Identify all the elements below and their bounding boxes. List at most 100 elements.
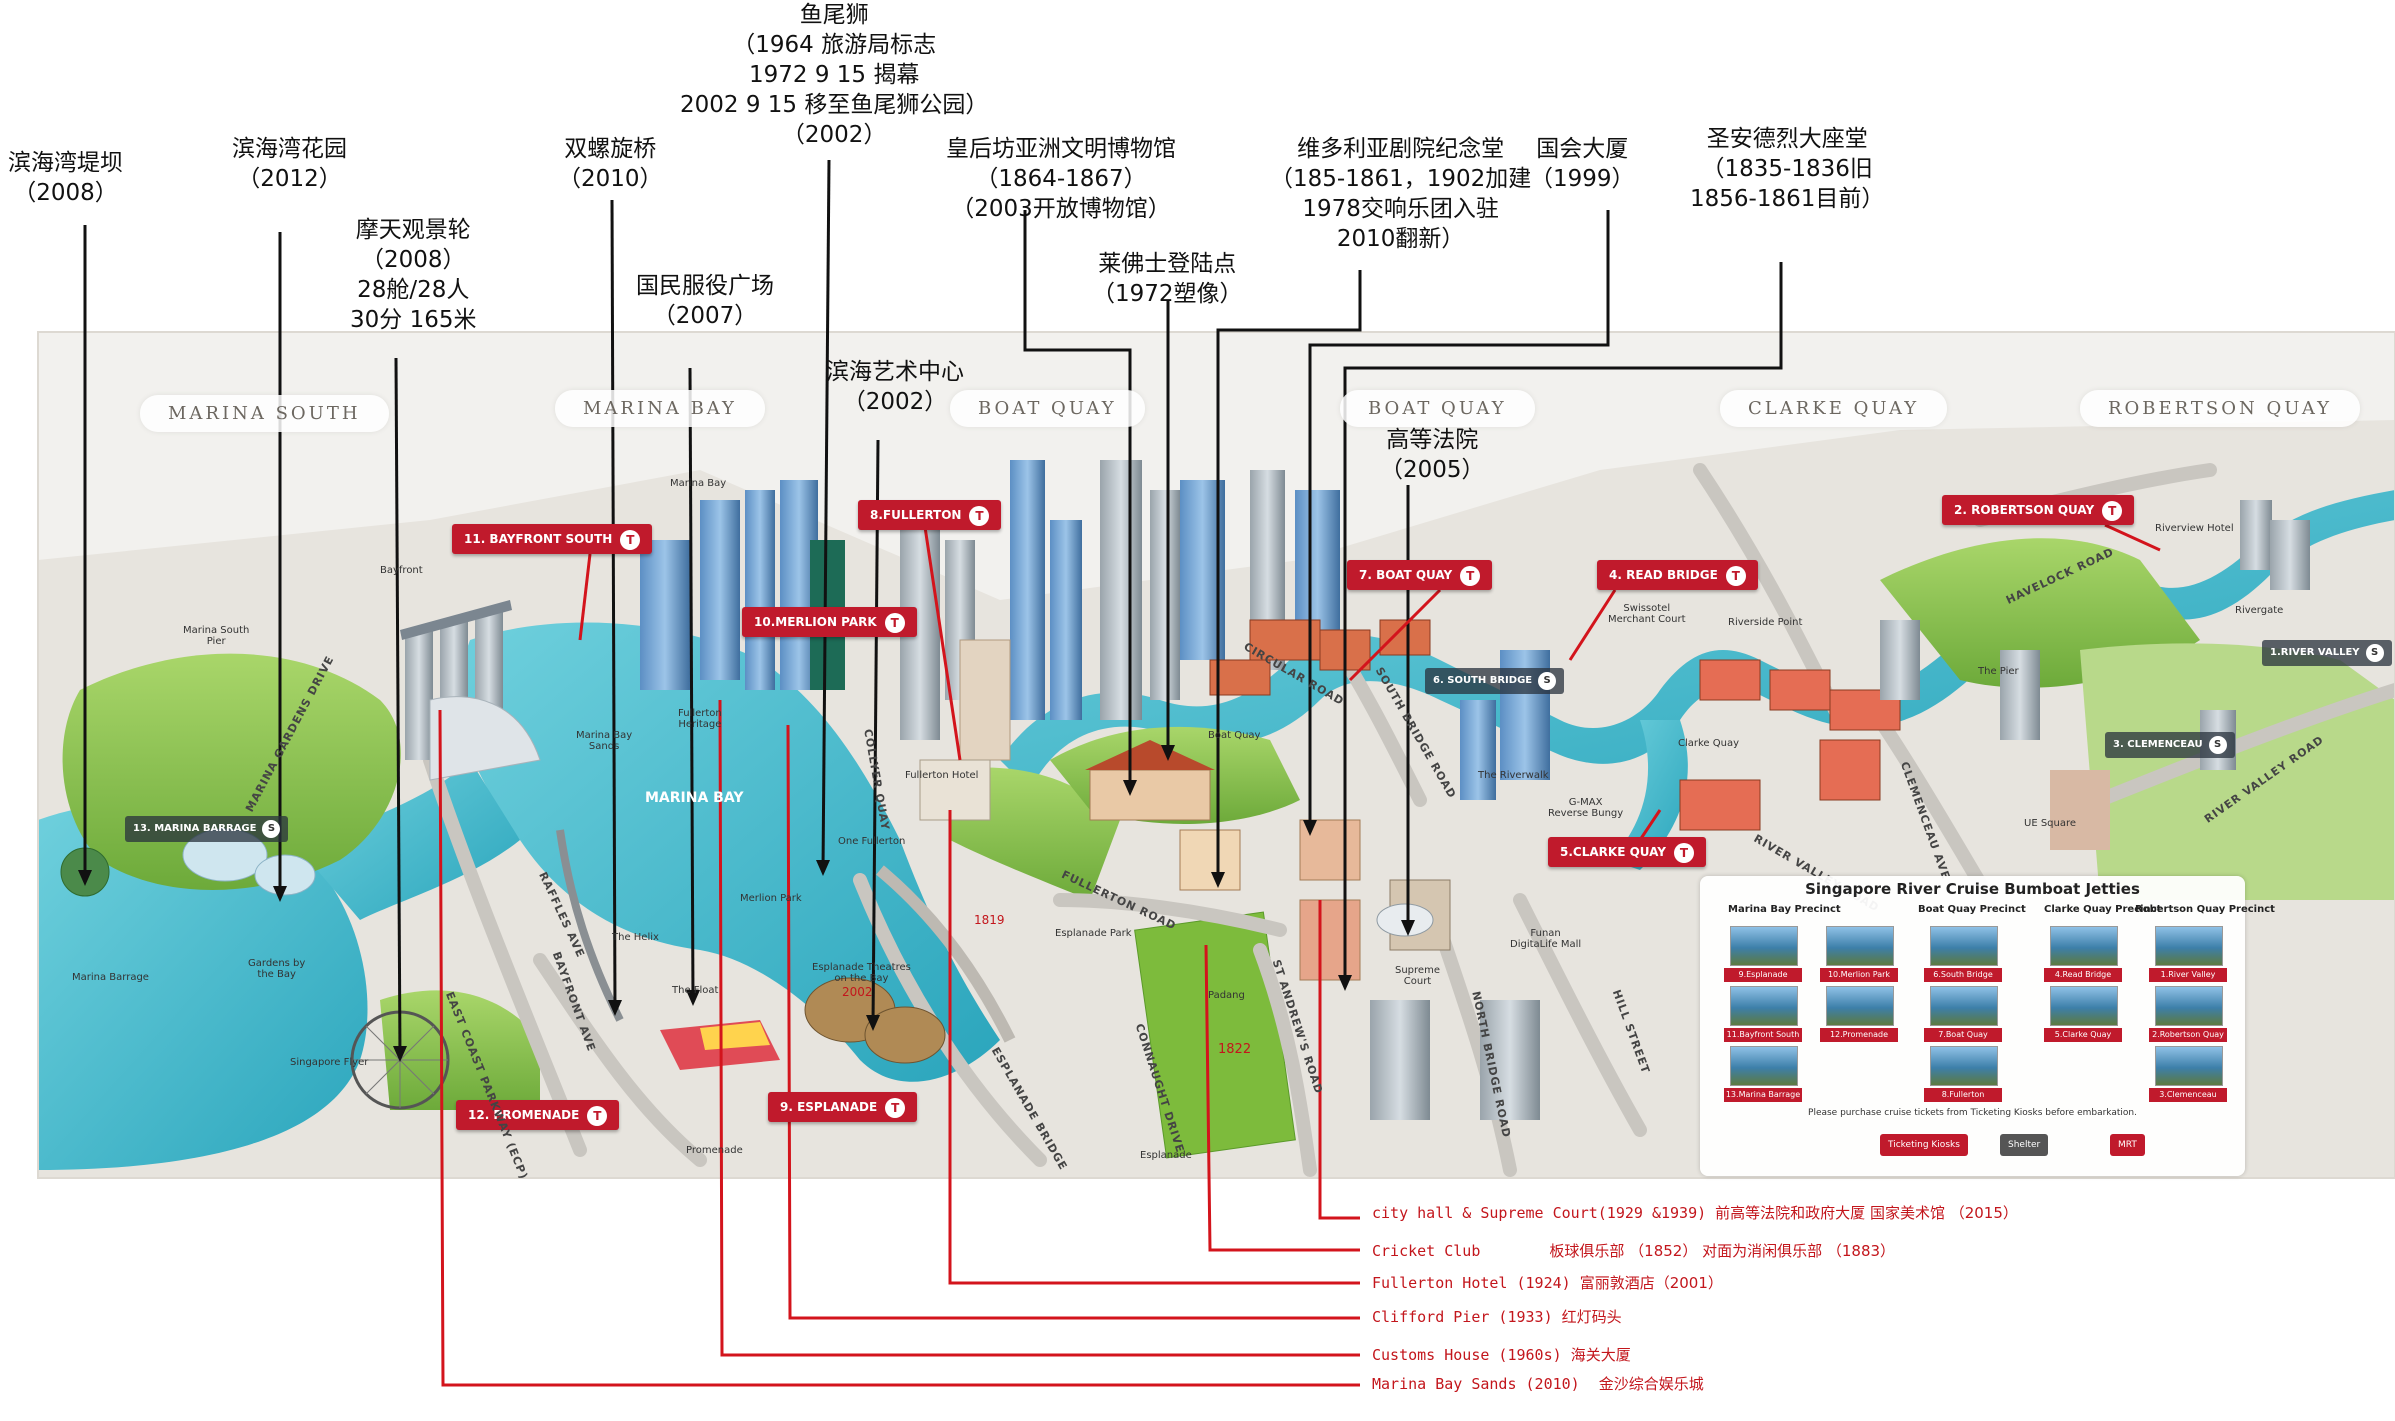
legend-photo-promenade <box>1826 986 1894 1026</box>
tag-label: 12. PROMENADE <box>468 1108 580 1122</box>
legend-precinct-robertson-quay: Robertson Quay Precinct <box>2135 904 2275 915</box>
jetty-label: 13. MARINA BARRAGE <box>133 823 257 834</box>
place-fullerton-hotel: Fullerton Hotel <box>905 770 979 781</box>
region-boat-quay-2: BOAT QUAY <box>1340 390 1535 427</box>
note-line: （2002） <box>781 122 887 148</box>
note-cn: 金沙综合娱乐城 <box>1598 1375 1704 1393</box>
shelter-icon: S <box>262 820 281 838</box>
place-gmax: G-MAX Reverse Bungy <box>1548 797 1624 819</box>
jetty-river-valley[interactable]: 1.RIVER VALLEY S <box>2262 640 2392 666</box>
jetty-tag-boat-quay[interactable]: 7. BOAT QUAY T <box>1347 560 1493 590</box>
ticket-icon: T <box>969 505 990 526</box>
note-en: Fullerton Hotel (1924) <box>1372 1274 1571 1292</box>
note-en: Clifford Pier (1933) <box>1372 1308 1553 1326</box>
place-marina-bay-sands: Marina Bay Sands <box>576 730 633 752</box>
region-clarke-quay: CLARKE QUAY <box>1720 390 1948 427</box>
place-rivergate: Rivergate <box>2235 605 2284 616</box>
river-clarke-bend <box>1610 720 1688 870</box>
note-en: Cricket Club <box>1372 1242 1481 1260</box>
ticket-icon: T <box>2102 500 2123 521</box>
legend-photo-esplanade <box>1730 926 1798 966</box>
legend-photo-marina-barrage <box>1730 1046 1798 1086</box>
note-year: （2007） <box>652 303 758 329</box>
legend-caption-river-valley: 1.River Valley <box>2149 968 2227 982</box>
place-one-fullerton: One Fullerton <box>838 836 906 847</box>
note-line: （2003开放博物馆） <box>951 196 1171 222</box>
note-line: 28舱/28人 <box>357 277 470 303</box>
note-en: Marina Bay Sands (2010) <box>1372 1375 1580 1393</box>
jetty-marina-barrage[interactable]: 13. MARINA BARRAGE S <box>125 816 289 842</box>
tag-label: 10.MERLION PARK <box>754 615 877 629</box>
note-year: （1999） <box>1530 166 1635 192</box>
legend-footnote: Please purchase cruise tickets from Tick… <box>1808 1108 2137 1118</box>
shelter-icon: S <box>2365 644 2384 662</box>
ticket-icon: T <box>1673 842 1694 863</box>
note-en: city hall & Supreme Court(1929 &1939) <box>1372 1204 1707 1222</box>
note-marina-barrage: 滨海湾堤坝 （2008） <box>8 148 123 208</box>
note-year: （2008） <box>13 180 118 206</box>
note-asian-civilisations-museum: 皇后坊亚洲文明博物馆 （1864-1867） （2003开放博物馆） <box>946 134 1176 224</box>
civic-district-buildings <box>1085 740 1451 981</box>
note-year: （2002） <box>842 389 948 415</box>
note-fullerton-hotel: Fullerton Hotel (1924) 富丽敦酒店（2001） <box>1372 1272 1723 1293</box>
note-year: （2012） <box>237 166 342 192</box>
note-marina-bay-sands: Marina Bay Sands (2010) 金沙综合娱乐城 <box>1372 1373 1704 1394</box>
place-riverside-point: Riverside Point <box>1728 617 1803 628</box>
note-line: （1835-1836旧 <box>1701 156 1873 182</box>
legend-caption-esplanade: 9.Esplanade <box>1724 968 1802 982</box>
legend-caption-read-bridge: 4.Read Bridge <box>2044 968 2122 982</box>
note-helix-bridge: 双螺旋桥 （2010） <box>558 134 663 194</box>
place-esplanade-theatres: Esplanade Theatres on the Bay <box>812 962 911 984</box>
legend-photo-bayfront-south <box>1730 986 1798 1026</box>
note-title: 国民服役广场 <box>636 273 774 299</box>
note-cn: 板球俱乐部 （1852） 对面为消闲俱乐部 （1883） <box>1549 1242 1896 1260</box>
note-title: 国会大厦 <box>1536 136 1629 162</box>
marina-bay-sands-building <box>400 600 541 781</box>
note-line: 2002 9 15 移至鱼尾狮公园） <box>680 92 989 118</box>
legend-key-mrt: MRT <box>2110 1134 2145 1156</box>
legend-photo-boat-quay <box>1930 986 1998 1026</box>
note-cn: 富丽敦酒店（2001） <box>1579 1274 1723 1292</box>
legend-caption-clarke-quay: 5.Clarke Quay <box>2044 1028 2122 1042</box>
jetty-label: 1.RIVER VALLEY <box>2270 647 2360 658</box>
legend-caption-robertson-quay: 2.Robertson Quay <box>2149 1028 2227 1042</box>
robertson-green <box>2080 643 2395 900</box>
tag-label: 4. READ BRIDGE <box>1609 568 1718 582</box>
year-2002: 2002 <box>842 985 873 999</box>
note-the-float: 国民服役广场 （2007） <box>636 271 774 331</box>
ticket-icon: T <box>1460 565 1481 586</box>
place-esplanade-mrt: Esplanade <box>1140 1150 1192 1161</box>
note-cricket-club: Cricket Club 板球俱乐部 （1852） 对面为消闲俱乐部 （1883… <box>1372 1240 1895 1261</box>
place-clarke-quay: Clarke Quay <box>1678 738 1740 749</box>
note-victoria-theatre: 维多利亚剧院纪念堂 （185-1861，1902加建 1978交响乐团入驻 20… <box>1270 134 1531 254</box>
place-padang: Padang <box>1208 990 1245 1001</box>
legend-caption-promenade: 12.Promenade <box>1820 1028 1898 1042</box>
tag-label: 7. BOAT QUAY <box>1359 568 1453 582</box>
jetty-label: 6. SOUTH BRIDGE <box>1433 675 1533 686</box>
note-merlion: 鱼尾狮 （1964 旅游局标志 1972 9 15 揭幕 2002 9 15 移… <box>680 0 988 150</box>
place-fullerton-heritage: Fullerton Heritage <box>678 708 722 730</box>
legend-caption-fullerton: 8.Fullerton <box>1924 1088 2002 1102</box>
clarke-quay-shophouses <box>1679 659 1901 831</box>
legend-photo-read-bridge <box>2050 926 2118 966</box>
place-bayfront: Bayfront <box>380 565 423 576</box>
legend-key-shelter: Shelter <box>2000 1134 2049 1156</box>
note-singapore-flyer: 摩天观景轮 （2008） 28舱/28人 30分 165米 <box>350 215 476 335</box>
place-swissotel: Swissotel Merchant Court <box>1608 603 1686 625</box>
esplanade-park <box>950 767 1120 900</box>
note-year: （2008） <box>360 247 466 273</box>
legend-precinct-boat-quay: Boat Quay Precinct <box>1918 904 2026 915</box>
bumboat-jetties-legend: Singapore River Cruise Bumboat Jetties M… <box>1700 876 2275 1176</box>
place-marina-bay-water: MARINA BAY <box>645 790 744 806</box>
note-title: 高等法院 <box>1386 427 1479 453</box>
